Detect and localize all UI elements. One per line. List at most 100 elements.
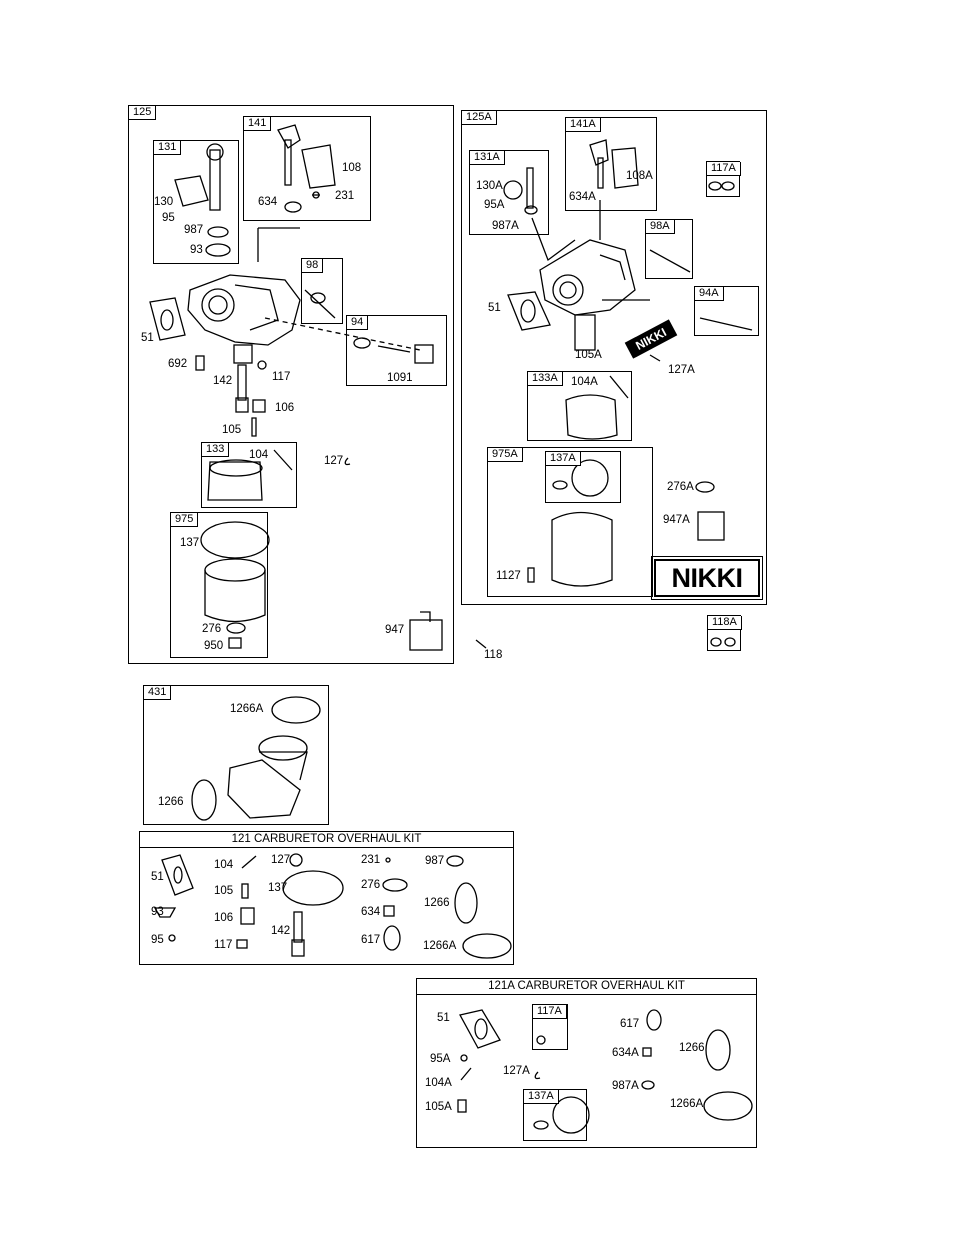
panel-label: 98 <box>302 259 324 273</box>
part-label: 276A <box>667 481 694 493</box>
kit-item-label: 104 <box>214 859 234 871</box>
kit-item-label: 106 <box>214 912 234 924</box>
part-label: 947 <box>385 624 405 636</box>
part-label: 142 <box>213 375 233 387</box>
kit-item-label: 104A <box>425 1077 452 1089</box>
kit-item-label: 127 <box>271 854 291 866</box>
panel-label: 117A <box>533 1005 567 1019</box>
part-label: 950 <box>204 640 224 652</box>
panel-label: 131A <box>470 151 505 165</box>
part-label: 137 <box>180 537 200 549</box>
panel-label: 137A <box>524 1090 559 1104</box>
part-label: 104 <box>249 449 269 461</box>
kit-item-label: 142 <box>271 925 291 937</box>
panel-98: 98 <box>301 258 343 324</box>
panel-label: 431 <box>144 686 172 700</box>
kit-item-label: 617 <box>361 934 381 946</box>
part-label: 1127 <box>496 570 521 582</box>
part-label: 947A <box>663 514 690 526</box>
panel-label: 975A <box>488 448 523 462</box>
kit-121A-panel: 121A CARBURETOR OVERHAUL KIT <box>416 978 757 1148</box>
panel-label: 118A <box>708 616 742 630</box>
panel-label: 117A <box>707 162 741 176</box>
part-label: 127A <box>668 364 695 376</box>
kit-121-title: 121 CARBURETOR OVERHAUL KIT <box>140 832 513 848</box>
part-label: 118 <box>484 649 503 661</box>
nikki-logo: NIKKI <box>651 556 763 600</box>
panel-133A: 133A <box>527 371 632 441</box>
panel-131A: 131A <box>469 150 549 235</box>
part-label: 634 <box>258 196 278 208</box>
kit-item-label: 634A <box>612 1047 639 1059</box>
kit-item-label: 105A <box>425 1101 452 1113</box>
panel-label: 131 <box>154 141 182 155</box>
part-label: 51 <box>141 332 154 344</box>
part-label: 105A <box>575 349 602 361</box>
part-label: 231 <box>335 190 355 202</box>
panel-label: 98A <box>646 220 675 234</box>
panel-label: 975 <box>171 513 199 527</box>
panel-975A: 975A <box>487 447 653 597</box>
part-label: 987 <box>184 224 204 236</box>
panel-141A: 141A <box>565 117 657 211</box>
panel-975: 975 <box>170 512 268 658</box>
part-label: 104A <box>571 376 598 388</box>
panel-label: 94A <box>695 287 724 301</box>
kit-item-label: 634 <box>361 906 381 918</box>
kit-panel-117A: 117A <box>532 1004 568 1050</box>
panel-label: 137A <box>546 452 581 466</box>
part-label: 276 <box>202 623 222 635</box>
part-label: 95 <box>162 212 175 224</box>
part-label: 634A <box>569 191 596 203</box>
kit-item-label: 231 <box>361 854 381 866</box>
kit-item-label: 987 <box>425 855 445 867</box>
panel-137A: 137A <box>545 451 621 503</box>
kit-item-label: 987A <box>612 1080 639 1092</box>
kit-121-panel: 121 CARBURETOR OVERHAUL KIT <box>139 831 514 965</box>
part-label: 95A <box>484 199 505 211</box>
kit-item-label: 95A <box>430 1053 451 1065</box>
kit-item-label: 1266 <box>679 1042 705 1054</box>
kit-121A-title: 121A CARBURETOR OVERHAUL KIT <box>417 979 756 995</box>
panel-label: 94 <box>347 316 369 330</box>
kit-item-label: 95 <box>151 934 164 946</box>
kit-item-label: 617 <box>620 1018 640 1030</box>
panel-118A: 118A <box>707 615 742 651</box>
panel-label: 125A <box>462 111 497 125</box>
kit-item-label: 93 <box>151 906 164 918</box>
panel-125: 125 <box>128 105 454 664</box>
kit-item-label: 1266A <box>423 940 457 952</box>
part-label: 117 <box>272 371 291 383</box>
panel-94A: 94A <box>694 286 759 336</box>
kit-item-label: 276 <box>361 879 381 891</box>
carburetor-body-drawing <box>187 274 301 346</box>
kit-item-label: 1266 <box>424 897 450 909</box>
kit-item-label: 137 <box>268 882 288 894</box>
part-label: 105 <box>222 424 242 436</box>
panel-label: 141A <box>566 118 601 132</box>
part-label: 1266 <box>158 796 184 808</box>
panel-label: 133A <box>528 372 563 386</box>
part-label: 1266A <box>230 703 264 715</box>
panel-133: 133 <box>201 442 297 508</box>
panel-98A: 98A <box>645 219 693 279</box>
panel-label: 141 <box>244 117 272 131</box>
kit-item-label: 105 <box>214 885 234 897</box>
kit-item-label: 1266A <box>670 1098 704 1110</box>
part-label: 108 <box>342 162 362 174</box>
part-label: 987A <box>492 220 519 232</box>
part-label: 692 <box>168 358 188 370</box>
panel-label: 133 <box>202 443 230 457</box>
part-label: 106 <box>275 402 295 414</box>
panel-141: 141 <box>243 116 371 221</box>
panel-94: 94 <box>346 315 447 386</box>
part-label: 51 <box>488 302 501 314</box>
kit-item-label: 51 <box>151 871 164 883</box>
panel-431: 431 <box>143 685 329 825</box>
part-label: 1091 <box>387 372 413 384</box>
part-label: 130A <box>476 180 503 192</box>
kit-item-label: 127A <box>503 1065 530 1077</box>
part-label: 108A <box>626 170 653 182</box>
part-label: 127 <box>324 455 344 467</box>
